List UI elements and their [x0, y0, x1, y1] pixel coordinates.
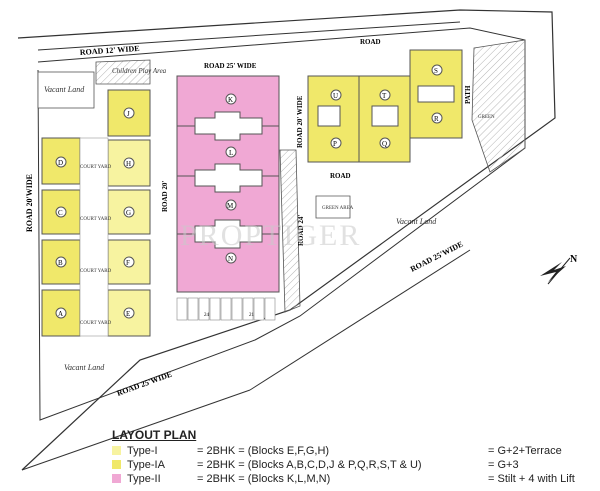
court-yard-label: COURT YARD: [80, 269, 112, 274]
vacant-land-box: [37, 71, 95, 109]
block-k-label: K: [228, 96, 233, 104]
legend-swatch: [112, 446, 121, 455]
block-f-label: F: [126, 259, 130, 267]
vacant-land-nw-label: Vacant Land: [44, 85, 85, 94]
northeast-blocks: S R: [409, 49, 463, 139]
west-left-column: [41, 137, 81, 337]
parking-cells: [176, 297, 276, 321]
parking-number: 24: [204, 313, 210, 318]
path-label: PATH: [464, 85, 472, 104]
road-left-20-label: ROAD 20'WIDE: [25, 174, 34, 232]
road-edge-east: [249, 249, 471, 391]
legend-floors: = G+2+Terrace: [488, 445, 562, 457]
east-blocks: U T P Q: [307, 75, 411, 163]
block-l-label: L: [229, 149, 233, 157]
watermark: PROPTIGER: [180, 219, 361, 252]
block-g-label: G: [126, 209, 131, 217]
legend-floors: = Stilt + 4 with Lift: [488, 473, 575, 485]
vacant-land-sw-label: Vacant Land: [64, 363, 105, 372]
block-p-label: P: [333, 140, 337, 148]
road-east-20-label: ROAD 20' WIDE: [296, 95, 304, 148]
road-north-top-label: ROAD: [360, 38, 381, 46]
legend-row-type-ii: Type-II = 2BHK = (Blocks K,L,M,N) = Stilt …: [112, 472, 592, 486]
block-a-label: A: [58, 310, 63, 318]
green-area-label: GREEN AREA: [322, 206, 354, 211]
legend-blocks: = (Blocks A,B,C,D,J & P,Q,R,S,T & U): [238, 459, 422, 471]
legend-blocks: = (Blocks E,F,G,H): [238, 445, 330, 457]
block-r-label: R: [434, 115, 439, 123]
road-inner-20-label: ROAD 20': [161, 181, 169, 212]
parking-number: 21: [249, 313, 255, 318]
block-m-label: M: [227, 202, 234, 210]
legend-type: Type-IA: [127, 459, 165, 471]
hatched-area-nw: [95, 59, 151, 85]
pink-blocks: K L M N: [176, 75, 280, 293]
west-right-blocks: J H G F E: [123, 107, 135, 319]
block-e-label: E: [126, 310, 130, 318]
block-q-label: Q: [382, 140, 387, 148]
legend-type: Type-II: [127, 473, 161, 485]
road-inner-25-label: ROAD 25' WIDE: [204, 62, 257, 70]
site-boundary-inner: [37, 27, 526, 421]
children-play-label: Children Play Area: [112, 67, 167, 75]
block-n-label: N: [228, 255, 233, 263]
road-south-25-label: ROAD 25'WIDE: [116, 370, 174, 398]
block-d-label: D: [58, 159, 63, 167]
legend: LAYOUT PLAN Type-I = 2BHK = (Blocks E,F,G…: [112, 428, 592, 486]
court-yard-label: COURT YARD: [80, 165, 112, 170]
legend-spec: = 2BHK: [197, 445, 236, 457]
road-east-25-label: ROAD 25'WIDE: [409, 239, 465, 273]
west-left-blocks: D C B A: [55, 156, 67, 319]
legend-title: LAYOUT PLAN: [112, 428, 197, 442]
site-boundary: [17, 9, 556, 471]
north-arrow-icon: N: [540, 254, 578, 285]
legend-row-type-ia: Type-IA = 2BHK = (Blocks A,B,C,D,J & P,Q,…: [112, 458, 592, 472]
legend-floors: = G+3: [488, 459, 519, 471]
block-c-label: C: [58, 209, 63, 217]
block-t-label: T: [382, 92, 387, 100]
court-yard-label: COURT YARD: [80, 321, 112, 326]
legend-spec: = 2BHK: [197, 473, 236, 485]
north-mark-label: N: [570, 254, 578, 265]
road-mid-label: ROAD: [330, 172, 351, 180]
legend-blocks: = (Blocks K,L,M,N): [238, 473, 331, 485]
legend-row-type-i: Type-I = 2BHK = (Blocks E,F,G,H) = G+2+Ter…: [112, 444, 592, 458]
legend-spec: = 2BHK: [197, 459, 236, 471]
legend-swatch: [112, 460, 121, 469]
courtyard-strip: [79, 137, 109, 337]
hatched-area-ne: [471, 39, 526, 173]
green-area-box: [315, 195, 351, 219]
block-s-label: S: [434, 67, 438, 75]
block-j-label: J: [127, 110, 130, 118]
block-h-label: H: [126, 160, 131, 168]
road-edge-south: [21, 389, 251, 471]
court-yard-label: COURT YARD: [80, 217, 112, 222]
legend-type: Type-I: [127, 445, 158, 457]
road-inner-24-label: ROAD 24': [297, 215, 305, 246]
green-ne-label: GREEN: [478, 115, 495, 120]
block-u-label: U: [333, 92, 338, 100]
block-b-label: B: [58, 259, 63, 267]
legend-swatch: [112, 474, 121, 483]
road-edge-north: [37, 21, 461, 51]
vacant-land-e-label: Vacant Land: [396, 217, 437, 226]
hatched-area-center: [279, 149, 301, 313]
road-north-12-label: ROAD 12' WIDE: [80, 44, 140, 57]
